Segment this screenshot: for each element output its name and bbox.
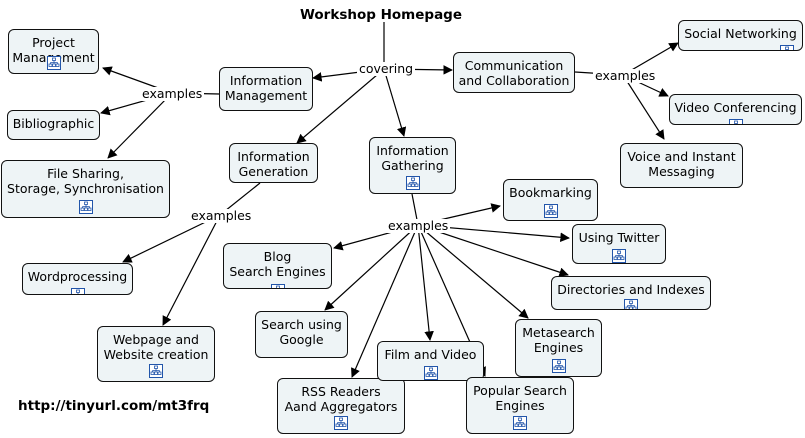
concept-label: Information Management [224, 73, 308, 103]
concept-information-gathering[interactable]: Information Gathering [369, 137, 456, 194]
concept-rss-readers-aggregators[interactable]: RSS Readers Aand Aggregators [277, 378, 405, 434]
resource-link-icon[interactable] [543, 204, 558, 218]
concept-information-management[interactable]: Information Management [219, 67, 313, 111]
concept-label: Information Generation [237, 149, 310, 179]
concept-voice-instant-messaging[interactable]: Voice and Instant Messaging [620, 143, 743, 188]
concept-social-networking[interactable]: Social Networking [678, 20, 803, 51]
concept-label: Metasearch Engines [522, 325, 595, 355]
connector-line [324, 224, 419, 311]
concept-communication-collaboration[interactable]: Communication and Collaboration [453, 52, 575, 93]
connector-line [417, 224, 434, 341]
resource-link-icon[interactable] [405, 176, 420, 190]
concept-label: Blog Search Engines [229, 249, 326, 279]
connector-line [107, 92, 173, 159]
map-title: Workshop Homepage [300, 7, 462, 23]
resource-link-icon[interactable] [149, 364, 163, 378]
concept-label: Information Gathering [376, 143, 449, 173]
concept-label: Bibliographic [12, 116, 95, 131]
resource-link-icon[interactable] [334, 416, 348, 430]
concept-blog-search-engines[interactable]: Blog Search Engines [223, 243, 332, 289]
linking-phrase-examples: examples [189, 208, 254, 223]
concept-film-and-video[interactable]: Film and Video [377, 341, 484, 381]
concept-label: Video Conferencing [674, 100, 797, 115]
resource-link-icon[interactable] [729, 119, 743, 124]
linking-phrase-examples: examples [593, 68, 658, 83]
concept-label: RSS Readers Aand Aggregators [284, 384, 398, 414]
concept-file-sharing[interactable]: File Sharing, Storage, Synchronisation [1, 160, 170, 218]
resource-link-icon[interactable] [70, 288, 85, 294]
linking-phrase-examples: examples [140, 86, 205, 101]
concept-bibliographic[interactable]: Bibliographic [7, 110, 100, 140]
connector-line [296, 68, 385, 144]
connector-line [417, 224, 569, 277]
linking-phrase-examples: examples [386, 218, 451, 233]
resource-link-icon[interactable] [551, 359, 566, 373]
linking-phrase-covering: covering [357, 61, 416, 76]
concept-project-management[interactable]: Project Management [8, 29, 99, 74]
concept-video-conferencing[interactable]: Video Conferencing [669, 94, 802, 125]
concept-label: Webpage and Website creation [103, 332, 209, 362]
concept-label: Film and Video [384, 347, 477, 362]
connector-line [622, 74, 665, 140]
short-url-text: http://tinyurl.com/mt3frq [18, 398, 210, 414]
concept-label: Bookmarking [509, 185, 592, 200]
concept-using-twitter[interactable]: Using Twitter [572, 224, 666, 264]
concept-label: Wordprocessing [27, 269, 128, 284]
connector-line [162, 214, 221, 326]
connector-line [351, 224, 419, 378]
connector-line [383, 68, 407, 137]
concept-label: File Sharing, Storage, Synchronisation [7, 166, 164, 196]
resource-link-icon[interactable] [780, 45, 794, 50]
concept-wordprocessing[interactable]: Wordprocessing [22, 263, 133, 295]
connector-line [417, 224, 529, 319]
concept-metasearch-engines[interactable]: Metasearch Engines [515, 319, 602, 377]
concept-label: Search using Google [261, 317, 342, 347]
concept-label: Popular Search Engines [473, 383, 567, 413]
resource-link-icon[interactable] [423, 366, 438, 380]
resource-link-icon[interactable] [624, 299, 638, 309]
concept-label: Communication and Collaboration [458, 58, 570, 88]
resource-link-icon[interactable] [78, 200, 93, 214]
resource-link-icon[interactable] [513, 416, 527, 430]
concept-label: Social Networking [684, 26, 797, 41]
resource-link-icon[interactable] [612, 249, 626, 263]
concept-label: Voice and Instant Messaging [627, 149, 736, 179]
resource-link-icon[interactable] [46, 56, 61, 70]
concept-search-using-google[interactable]: Search using Google [255, 311, 348, 358]
concept-information-generation[interactable]: Information Generation [229, 143, 318, 183]
concept-webpage-website-creation[interactable]: Webpage and Website creation [97, 326, 215, 382]
concept-directories-indexes[interactable]: Directories and Indexes [551, 276, 711, 310]
concept-label: Project Management [12, 35, 94, 65]
concept-bookmarking[interactable]: Bookmarking [503, 179, 598, 221]
concept-popular-search-engines[interactable]: Popular Search Engines [466, 377, 574, 434]
concept-label: Using Twitter [578, 230, 660, 245]
concept-label: Directories and Indexes [557, 282, 705, 297]
resource-link-icon[interactable] [270, 284, 285, 288]
